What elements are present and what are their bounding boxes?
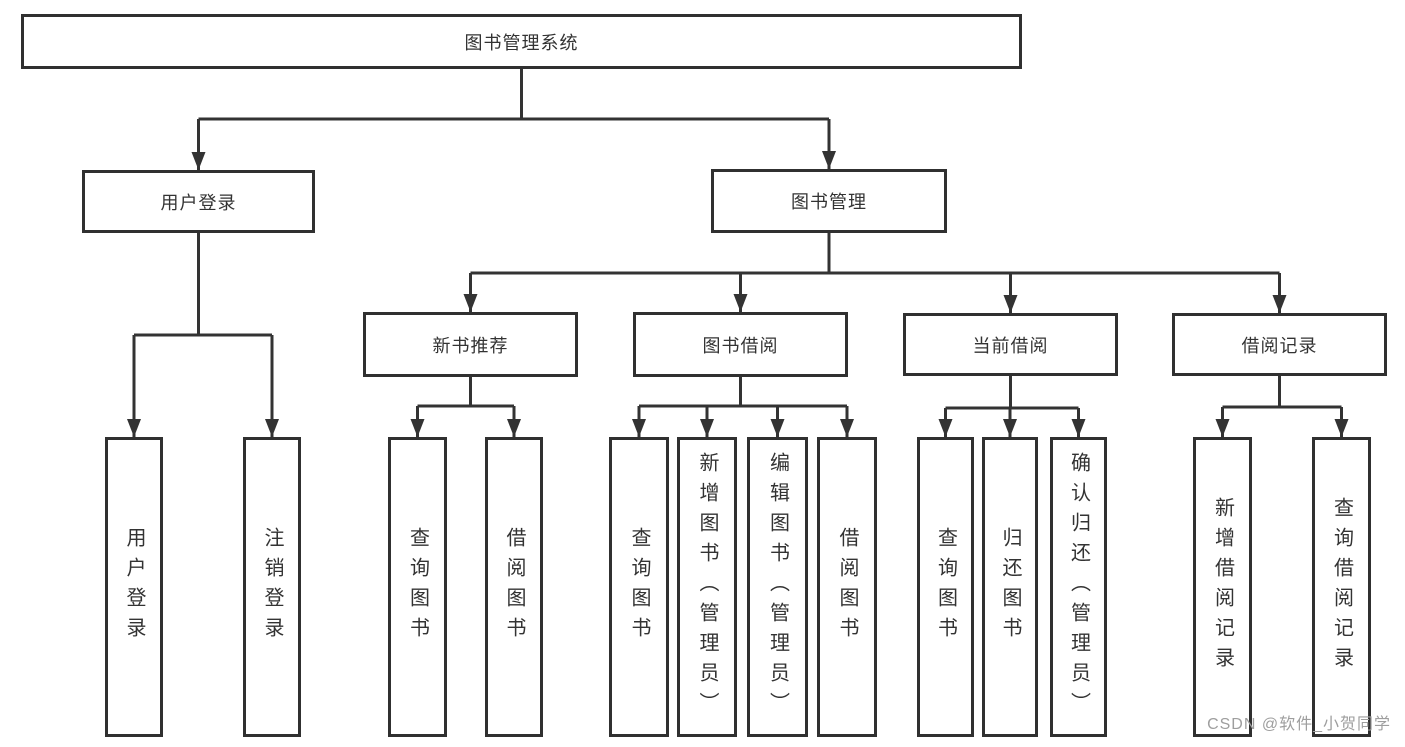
- connector-book-mgmt-to-level3: [463, 233, 1287, 313]
- connector-new-book-rec-to-leaves: [410, 377, 521, 437]
- leaf-user-login: 用户登录: [105, 437, 163, 737]
- leaf-logout-label: 注销登录: [261, 527, 283, 647]
- leaf-logout: 注销登录: [243, 437, 301, 737]
- leaf-query-borrow-record: 查询借阅记录: [1312, 437, 1371, 737]
- leaf-recommend-query-book-label: 查询图书: [406, 527, 429, 647]
- leaf-return-book: 归还图书: [982, 437, 1038, 737]
- leaf-add-borrow-record: 新增借阅记录: [1193, 437, 1252, 737]
- node-current-borrow: 当前借阅: [903, 313, 1118, 376]
- leaf-edit-book-admin-label: 编辑图书（管理员）: [766, 452, 789, 722]
- connector-root-to-level2: [191, 69, 836, 170]
- leaf-confirm-return-admin-label: 确认归还（管理员）: [1067, 452, 1090, 722]
- connector-book-borrow-to-leaves: [632, 377, 854, 437]
- leaf-edit-book-admin: 编辑图书（管理员）: [747, 437, 808, 737]
- leaf-current-query-book-label: 查询图书: [934, 527, 957, 647]
- node-book-management: 图书管理: [711, 169, 947, 233]
- leaf-return-book-label: 归还图书: [999, 527, 1021, 647]
- leaf-borrow-book: 借阅图书: [817, 437, 877, 737]
- leaf-recommend-query-book: 查询图书: [388, 437, 447, 737]
- leaf-borrow-query-book: 查询图书: [609, 437, 669, 737]
- node-borrow-records: 借阅记录: [1172, 313, 1387, 376]
- connector-current-borrow-to-leaves: [938, 376, 1086, 437]
- leaf-add-borrow-record-label: 新增借阅记录: [1211, 497, 1234, 677]
- leaf-confirm-return-admin: 确认归还（管理员）: [1050, 437, 1107, 737]
- leaf-borrow-query-book-label: 查询图书: [628, 527, 650, 647]
- csdn-watermark: CSDN @软件_小贺同学: [1207, 716, 1391, 733]
- leaf-user-login-label: 用户登录: [123, 527, 145, 647]
- node-user-login: 用户登录: [82, 170, 315, 233]
- leaf-query-borrow-record-label: 查询借阅记录: [1330, 497, 1353, 677]
- leaf-add-book-admin: 新增图书（管理员）: [677, 437, 737, 737]
- leaf-current-query-book: 查询图书: [917, 437, 974, 737]
- connector-borrow-records-to-leaves: [1215, 376, 1349, 437]
- leaf-recommend-borrow-book-label: 借阅图书: [503, 527, 525, 647]
- node-new-book-recommend: 新书推荐: [363, 312, 578, 377]
- node-root-system: 图书管理系统: [21, 14, 1022, 69]
- leaf-add-book-admin-label: 新增图书（管理员）: [696, 452, 718, 722]
- leaf-recommend-borrow-book: 借阅图书: [485, 437, 543, 737]
- connector-user-login-to-leaves: [127, 233, 279, 437]
- node-book-borrow: 图书借阅: [633, 312, 848, 377]
- leaf-borrow-book-label: 借阅图书: [836, 527, 858, 647]
